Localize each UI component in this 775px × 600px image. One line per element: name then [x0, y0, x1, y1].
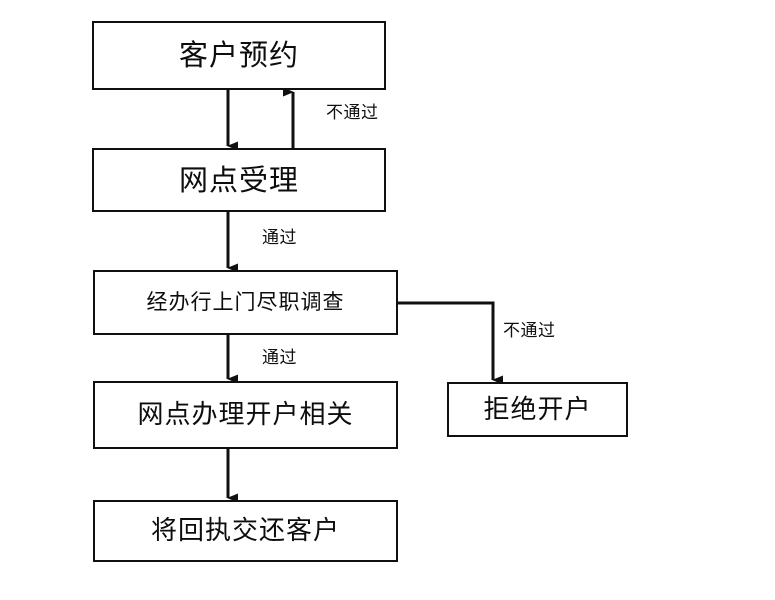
node-return-receipt[interactable]: 将回执交还客户	[93, 500, 398, 562]
node-label-onsite-due-diligence: 经办行上门尽职调查	[146, 290, 345, 314]
node-reject-account[interactable]: 拒绝开户	[447, 382, 628, 437]
node-branch-opens-account[interactable]: 网点办理开户相关	[93, 381, 398, 449]
node-label-customer-appointment: 客户预约	[178, 38, 299, 72]
edge-label-acceptance-passed: 通过	[262, 228, 297, 248]
node-customer-appointment[interactable]: 客户预约	[92, 21, 386, 90]
node-label-return-receipt: 将回执交还客户	[150, 516, 340, 546]
node-onsite-due-diligence[interactable]: 经办行上门尽职调查	[93, 270, 398, 335]
node-branch-acceptance[interactable]: 网点受理	[92, 148, 386, 212]
node-label-branch-opens-account: 网点办理开户相关	[137, 400, 354, 430]
connector-diligence-to-reject	[398, 301, 503, 385]
node-label-branch-acceptance: 网点受理	[178, 162, 299, 197]
edge-label-diligence-not-passed: 不通过	[503, 321, 556, 341]
edge-label-reject-back-to-appointment: 不通过	[326, 103, 379, 123]
edge-label-diligence-passed: 通过	[262, 348, 297, 368]
node-label-reject-account: 拒绝开户	[483, 394, 592, 425]
